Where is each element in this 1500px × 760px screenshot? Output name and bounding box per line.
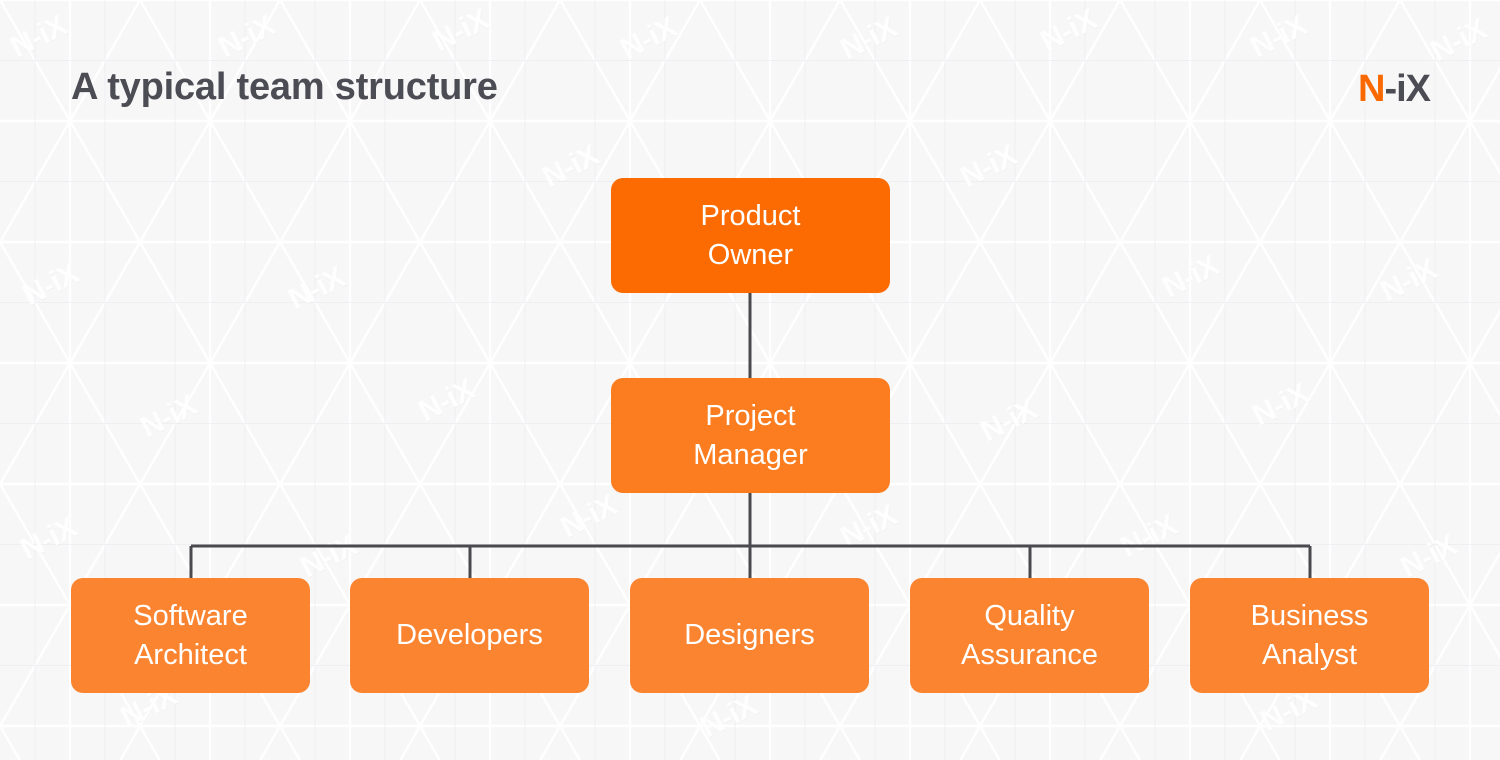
node-software-architect-label: Software Architect	[133, 600, 248, 671]
watermark: N-iX	[835, 498, 903, 555]
watermark: N-iX	[1395, 528, 1463, 585]
watermark: N-iX	[1157, 248, 1225, 305]
watermark: N-iX	[1115, 508, 1183, 565]
node-project-manager[interactable]: Project Manager	[611, 378, 890, 493]
node-designers[interactable]: Designers	[630, 578, 869, 693]
watermark: N-iX	[283, 260, 351, 317]
watermark: N-iX	[1247, 376, 1315, 433]
node-project-manager-label: Project Manager	[693, 400, 808, 471]
node-software-architect[interactable]: Software Architect	[71, 578, 310, 693]
watermark: N-iX	[1245, 8, 1313, 65]
watermark: N-iX	[213, 8, 281, 65]
brand-logo: N-iX	[1357, 68, 1431, 111]
watermark: N-iX	[427, 2, 495, 59]
node-quality-assurance-label: Quality Assurance	[960, 600, 1098, 671]
page-title: A typical team structure	[71, 66, 498, 108]
brand-logo-ix: -iX	[1384, 68, 1431, 110]
node-business-analyst[interactable]: Business Analyst	[1190, 578, 1429, 693]
watermark: N-iX	[15, 510, 83, 567]
watermark: N-iX	[1035, 2, 1103, 59]
watermark: N-iX	[135, 388, 203, 445]
node-quality-assurance[interactable]: Quality Assurance	[910, 578, 1149, 693]
watermark: N-iX	[1425, 12, 1493, 69]
node-developers-label: Developers	[396, 619, 543, 652]
watermark: N-iX	[555, 488, 623, 545]
watermark: N-iX	[975, 392, 1043, 449]
watermark: N-iX	[695, 688, 763, 745]
node-business-analyst-label: Business Analyst	[1250, 600, 1369, 671]
node-product-owner[interactable]: Product Owner	[611, 178, 890, 293]
watermark: N-iX	[1375, 252, 1443, 309]
watermark: N-iX	[835, 10, 903, 67]
node-designers-label: Designers	[684, 619, 815, 652]
watermark: N-iX	[537, 138, 605, 195]
brand-logo-n: N	[1357, 68, 1385, 110]
watermark: N-iX	[413, 372, 481, 429]
watermark: N-iX	[17, 256, 85, 313]
node-developers[interactable]: Developers	[350, 578, 589, 693]
node-product-owner-label: Product Owner	[700, 200, 801, 271]
watermark: N-iX	[955, 138, 1023, 195]
watermark: N-iX	[615, 10, 683, 67]
watermark: N-iX	[5, 8, 73, 65]
watermark: N-iX	[295, 528, 363, 585]
